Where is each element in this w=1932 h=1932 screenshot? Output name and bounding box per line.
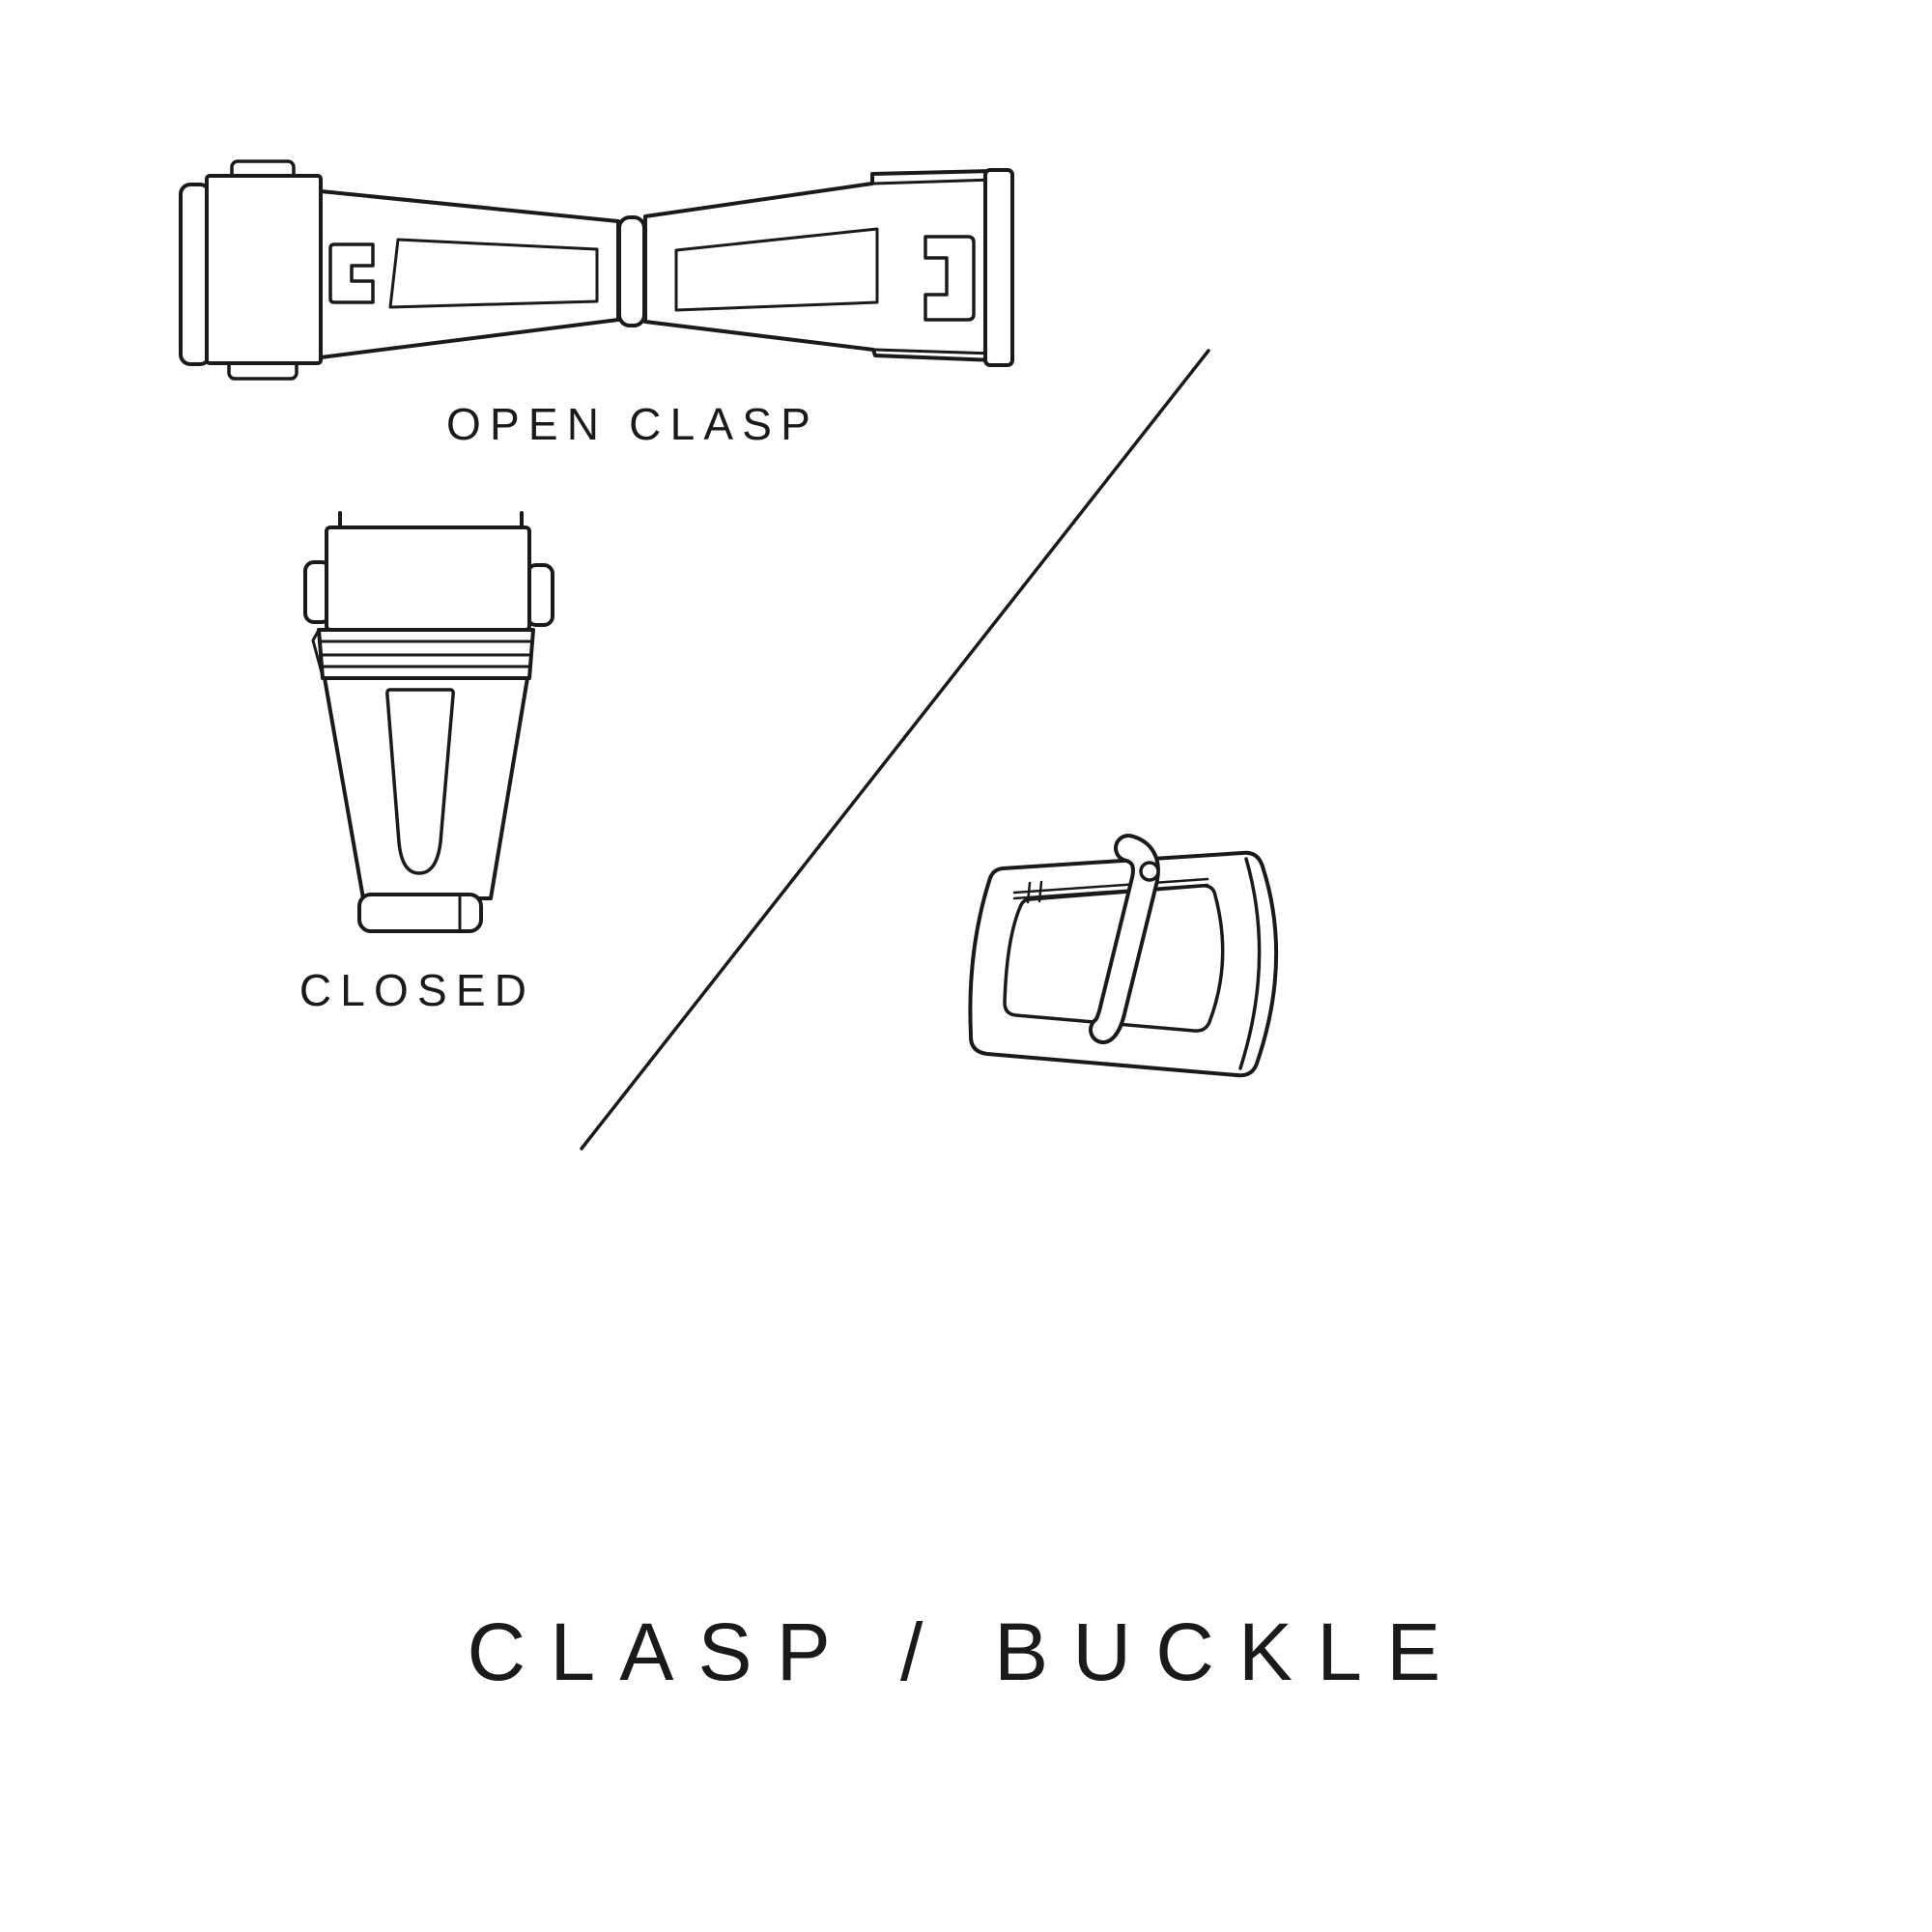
buckle-illustration: [968, 834, 1279, 1078]
open-clasp-right-link: [643, 169, 998, 362]
open-clasp-right-inner-outline: [674, 227, 879, 312]
closed-clasp-illustration: [303, 511, 554, 933]
closed-clasp-label: CLOSED: [298, 965, 536, 1015]
buckle-pin-bottom: [1012, 883, 1209, 900]
closed-clasp-foot: [357, 893, 483, 933]
buckle-pin-tick-1: [1026, 881, 1032, 904]
open-clasp-right-notch: [923, 235, 976, 322]
open-clasp-right-link-top-edge: [872, 178, 995, 185]
buckle-right-thickness: [1238, 857, 1262, 1070]
buckle-prong-fill: [1093, 838, 1156, 1040]
closed-clasp-band-left-facet: [311, 628, 325, 678]
buckle-prong-ring: [1139, 861, 1160, 882]
closed-clasp-top-box: [325, 526, 531, 632]
closed-clasp-slot: [385, 688, 455, 875]
open-clasp-left-inner-outline: [388, 238, 599, 309]
open-clasp-right-bar: [983, 168, 1014, 367]
page-title: CLASP / BUCKLE: [467, 1606, 1465, 1697]
buckle-pin-top: [1012, 877, 1209, 895]
divider-line: [580, 349, 1210, 1151]
buckle-pin-tick-2: [1037, 880, 1043, 903]
open-clasp-illustration: [179, 159, 1014, 381]
open-clasp-left-link: [319, 189, 620, 359]
open-clasp-hinge: [617, 215, 646, 327]
open-clasp-label: OPEN CLASP: [446, 399, 819, 449]
open-clasp-left-notch: [328, 242, 375, 304]
open-clasp-left-cap: [205, 174, 323, 365]
open-clasp-right-link-bottom-edge: [873, 348, 997, 355]
